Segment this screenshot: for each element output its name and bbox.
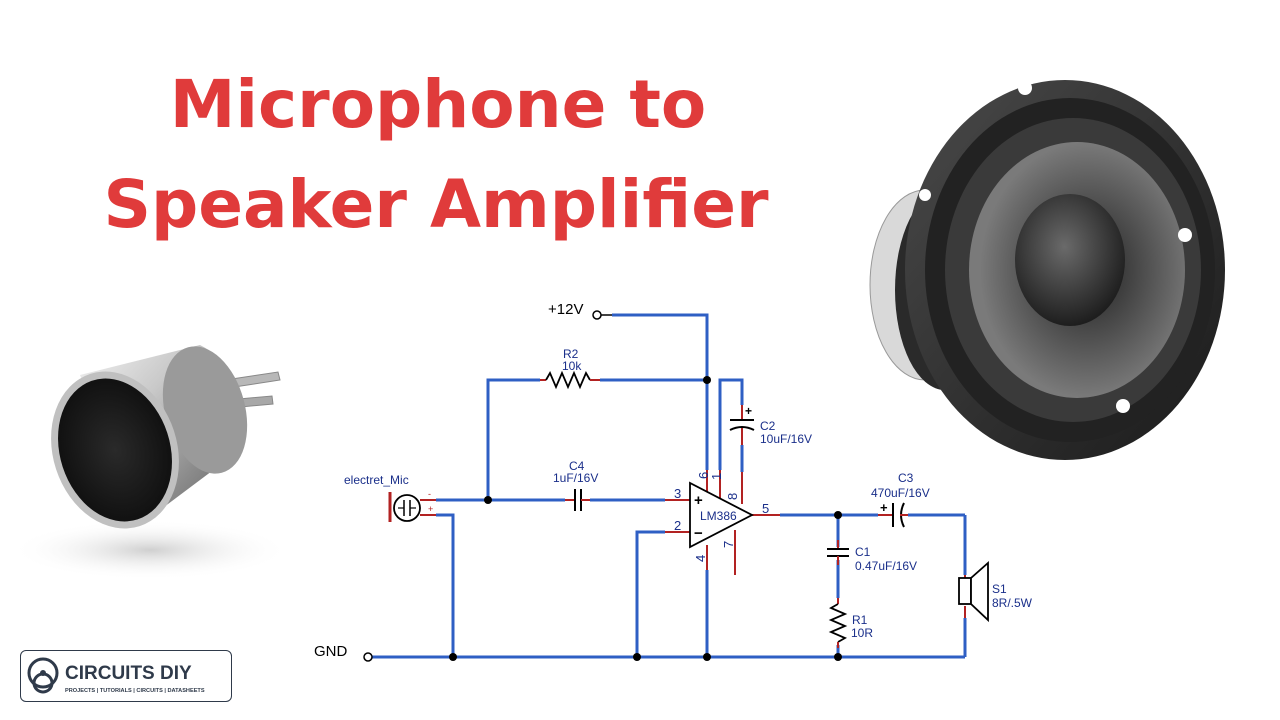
svg-text:8: 8 (725, 493, 740, 500)
svg-text:1uF/16V: 1uF/16V (553, 471, 598, 485)
svg-text:7: 7 (721, 541, 736, 548)
logo-tagline: PROJECTS | TUTORIALS | CIRCUITS | DATASH… (65, 688, 205, 694)
page-title-line2: Speaker Amplifier (103, 166, 769, 243)
svg-text:0.47uF/16V: 0.47uF/16V (855, 559, 917, 573)
svg-text:3: 3 (674, 486, 681, 501)
electret-mic-symbol: - + electret_Mic (344, 473, 436, 522)
svg-text:C4: C4 (569, 459, 585, 473)
svg-text:10R: 10R (851, 626, 873, 640)
svg-text:1: 1 (709, 473, 724, 480)
svg-text:+: + (745, 404, 752, 418)
capacitor-c2: + C2 10uF/16V (729, 404, 812, 446)
svg-text:C1: C1 (855, 545, 871, 559)
svg-text:5: 5 (762, 501, 769, 516)
svg-text:-: - (428, 489, 431, 499)
svg-text:C3: C3 (898, 471, 914, 485)
resistor-r1: R1 10R (828, 598, 873, 648)
speaker-s1: S1 8R/.5W (958, 561, 1033, 623)
svg-text:R2: R2 (563, 347, 579, 361)
junction-dots (449, 376, 842, 661)
ground-terminal (363, 652, 373, 662)
capacitor-c4: C4 1uF/16V (553, 459, 598, 511)
capacitor-c3: + C3 470uF/16V (871, 471, 930, 528)
electret-microphone-photo (10, 345, 290, 580)
svg-text:−: − (694, 525, 703, 542)
svg-text:C2: C2 (760, 419, 776, 433)
svg-text:R1: R1 (852, 613, 868, 627)
wires (372, 313, 967, 659)
lm386-amplifier: + − LM386 3 2 5 6 1 8 4 7 (665, 470, 780, 575)
circuits-diy-logo: CIRCUITS DIY PROJECTS | TUTORIALS | CIRC… (20, 650, 232, 702)
ground-label: GND (314, 643, 348, 660)
svg-text:LM386: LM386 (700, 509, 737, 523)
svg-text:470uF/16V: 470uF/16V (871, 486, 930, 500)
svg-text:10uF/16V: 10uF/16V (760, 432, 812, 446)
svg-text:8R/.5W: 8R/.5W (992, 596, 1033, 610)
svg-text:+: + (880, 500, 888, 515)
loudspeaker-photo (869, 80, 1225, 460)
logo-mark-icon: CIRCUITS DIY PROJECTS | TUTORIALS | CIRC… (27, 657, 205, 694)
supply-label: +12V (548, 301, 583, 318)
supply-terminal (592, 310, 602, 320)
svg-text:electret_Mic: electret_Mic (344, 473, 409, 487)
svg-text:10k: 10k (562, 359, 582, 373)
svg-text:+: + (694, 492, 703, 509)
svg-text:4: 4 (693, 555, 708, 562)
svg-text:+: + (428, 504, 433, 514)
page-title-line1: Microphone to (169, 66, 707, 143)
svg-text:2: 2 (674, 518, 681, 533)
svg-text:6: 6 (696, 472, 711, 479)
svg-text:S1: S1 (992, 582, 1007, 596)
logo-name: CIRCUITS DIY (65, 663, 192, 684)
resistor-r2: R2 10k (540, 347, 600, 390)
capacitor-c1: C1 0.47uF/16V (827, 540, 917, 573)
